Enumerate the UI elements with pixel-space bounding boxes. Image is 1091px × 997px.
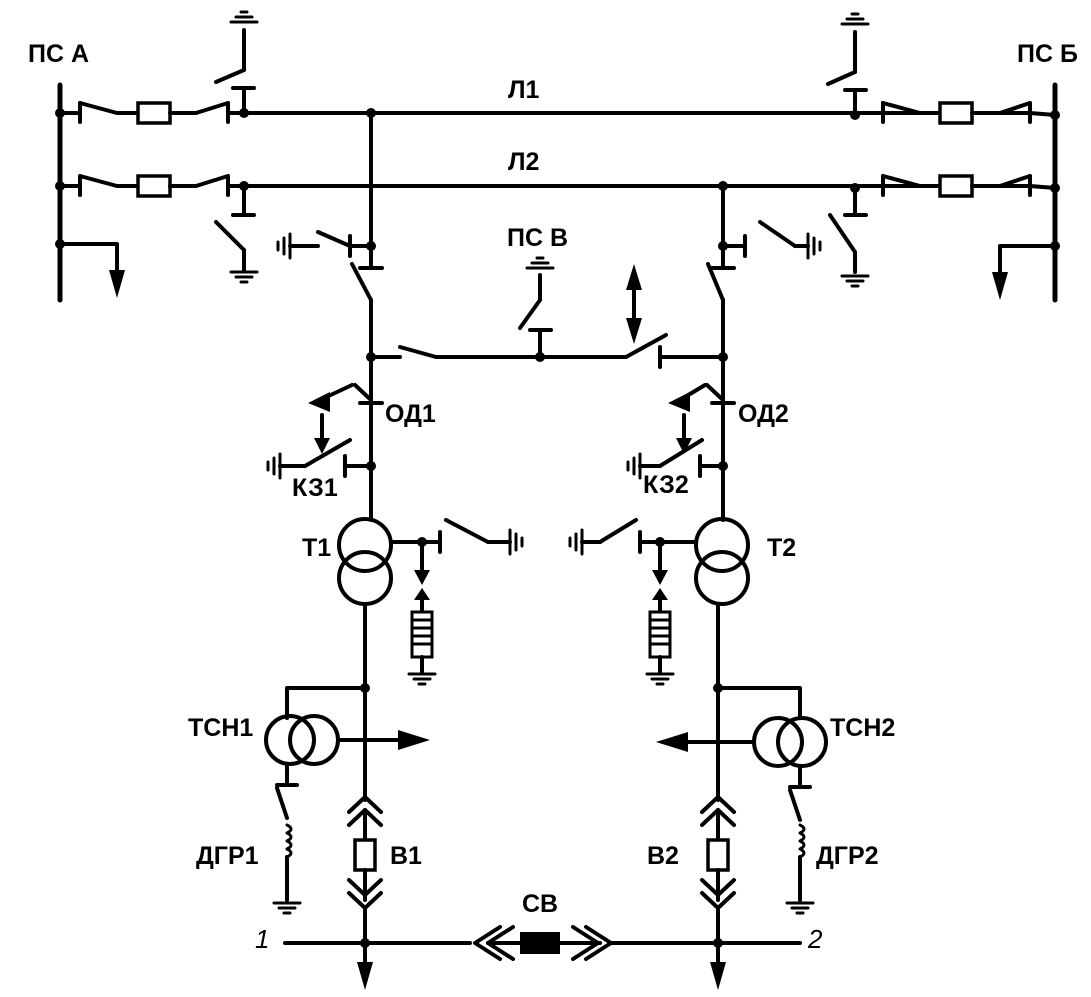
branch-right [706,184,822,402]
substation-a-bus [55,82,125,303]
label-ps-v: ПС В [507,224,568,252]
label-section-2: 2 [807,924,823,954]
substation-b-bus [992,82,1060,303]
label-kz1: КЗ1 [292,474,338,502]
line-l1 [58,10,1057,125]
label-kz2: КЗ2 [643,471,689,499]
label-t2: Т2 [767,534,796,562]
tsn1-dgr1-b1 [264,683,430,947]
od2-kz2 [626,383,736,522]
label-dgr1: ДГР1 [196,842,259,870]
label-ps-b: ПС Б [1017,40,1078,68]
label-od1: ОД1 [385,400,436,428]
branch-left [276,111,384,402]
line-l2 [58,174,1057,288]
label-sv: СВ [522,890,558,918]
label-tsn1: ТСН1 [188,714,253,742]
label-l1: Л1 [508,76,540,104]
lv-buses [283,925,802,990]
label-tsn2: ТСН2 [830,714,895,742]
label-od2: ОД2 [738,400,789,428]
label-section-1: 1 [255,924,269,954]
jumper-ps-v [366,256,728,369]
label-l2: Л2 [508,148,539,176]
label-ps-a: ПС А [28,40,89,68]
od1-kz1 [266,383,384,522]
label-t1: Т1 [302,534,331,562]
tsn2-dgr2-b2 [656,683,828,947]
transformer-t2 [568,517,750,692]
label-dgr2: ДГР2 [816,842,879,870]
label-v2: В2 [647,842,679,870]
label-v1: В1 [390,842,422,870]
transformer-t1 [337,517,524,692]
